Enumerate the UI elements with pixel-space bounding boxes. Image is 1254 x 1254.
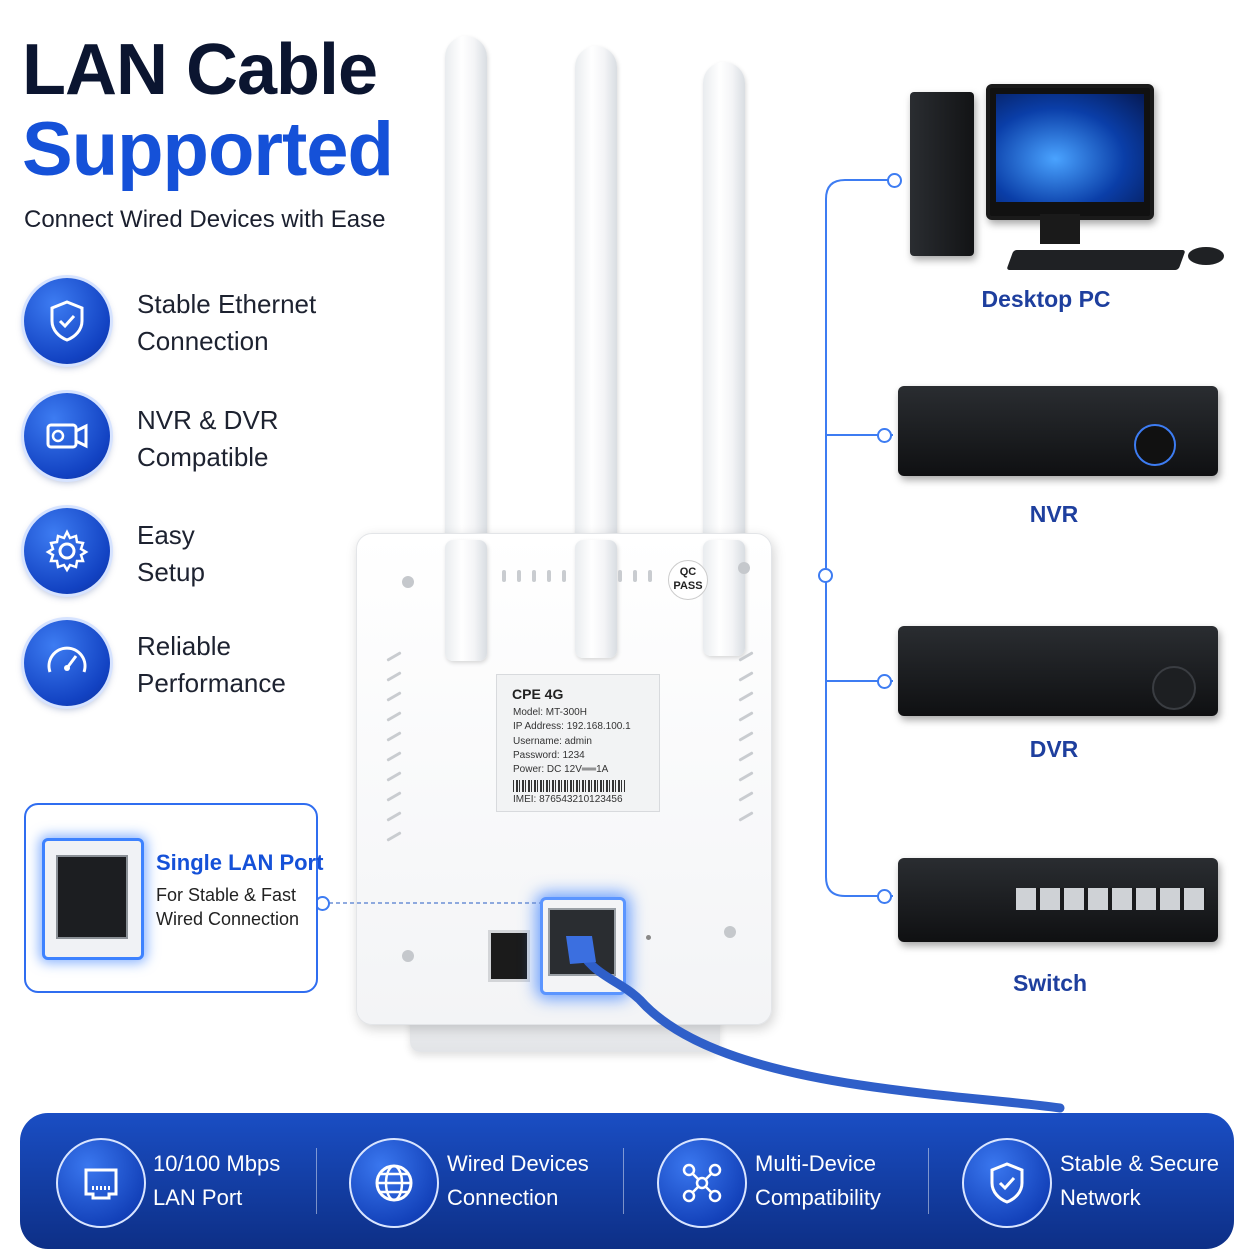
feature-item-nvr-dvr: NVR & DVR Compatible <box>137 402 397 476</box>
bar-item-line1: 10/100 Mbps <box>153 1151 281 1176</box>
dvr-dial <box>1152 666 1196 710</box>
feature-label-line1: Stable Ethernet <box>137 289 317 319</box>
reset-hole <box>646 935 651 940</box>
bar-item-line2: Network <box>1060 1185 1141 1210</box>
gear-icon <box>24 508 110 594</box>
shield-check-icon <box>24 278 110 364</box>
lan-cable <box>573 940 1065 1113</box>
screw-hole <box>724 926 736 938</box>
connector-dot <box>818 568 833 583</box>
feature-item-ethernet: Stable Ethernet Connection <box>137 286 397 360</box>
antenna-base-center <box>575 540 617 658</box>
speedometer-icon <box>24 620 110 706</box>
mouse <box>1188 247 1224 265</box>
lan-callout-title: Single LAN Port <box>156 850 324 875</box>
headline-line1: LAN Cable <box>22 30 378 110</box>
device-label-desktop-pc: Desktop PC <box>981 286 1111 312</box>
feature-item-setup: Easy Setup <box>137 517 397 591</box>
nvr-illustration <box>898 386 1218 476</box>
bar-item-line2: Compatibility <box>755 1185 881 1210</box>
network-nodes-icon <box>657 1138 747 1228</box>
camera-recorder-icon <box>24 393 110 479</box>
screw-hole <box>402 950 414 962</box>
pc-monitor <box>986 84 1154 220</box>
ethernet-socket <box>56 855 128 939</box>
bar-item-secure-network: Stable & Secure Network <box>1060 1147 1240 1215</box>
ethernet-port-icon <box>56 1138 146 1228</box>
bar-item-line1: Multi-Device <box>755 1151 877 1176</box>
connector-dot <box>877 428 892 443</box>
monitor-stand <box>1040 214 1080 244</box>
qc-pass-badge: QC PASS <box>668 560 708 600</box>
label-title: CPE 4G <box>512 686 564 702</box>
label-line: IMEI: 876543210123456 <box>513 794 623 805</box>
label-line: Username: admin <box>513 736 592 747</box>
vent-slot <box>547 570 551 582</box>
feature-label-line2: Compatible <box>137 442 269 472</box>
subheadline: Connect Wired Devices with Ease <box>24 206 386 233</box>
bar-item-line2: LAN Port <box>153 1185 243 1210</box>
bar-divider <box>316 1148 317 1214</box>
device-label-nvr: NVR <box>1029 501 1079 527</box>
vent-slot <box>633 570 637 582</box>
bar-item-line2: Connection <box>447 1185 559 1210</box>
label-line: IP Address: 192.168.100.1 <box>513 721 631 732</box>
feature-label-line2: Connection <box>137 326 269 356</box>
dvr-illustration <box>898 626 1218 716</box>
device-label-dvr: DVR <box>1029 736 1079 762</box>
feature-label-line2: Performance <box>137 668 286 698</box>
shield-check-icon <box>962 1138 1052 1228</box>
globe-icon <box>349 1138 439 1228</box>
feature-item-performance: Reliable Performance <box>137 628 397 702</box>
switch-illustration <box>898 858 1218 942</box>
headline-line2: Supported <box>22 107 394 192</box>
antenna-base-right <box>703 540 745 656</box>
bar-item-multi-device: Multi-Device Compatibility <box>755 1147 935 1215</box>
bar-divider <box>928 1148 929 1214</box>
feature-label-line1: Easy <box>137 520 195 550</box>
bar-item-line1: Stable & Secure <box>1060 1151 1219 1176</box>
vent-slot <box>648 570 652 582</box>
label-line: Power: DC 12V══1A <box>513 764 609 775</box>
screw-hole <box>738 562 750 574</box>
vent-slot <box>517 570 521 582</box>
screw-hole <box>402 576 414 588</box>
device-bus-line <box>825 179 893 897</box>
feature-label-line1: NVR & DVR <box>137 405 279 435</box>
bar-item-wired-devices: Wired Devices Connection <box>447 1147 627 1215</box>
device-label-switch: Switch <box>1012 970 1088 996</box>
connector-dot <box>877 674 892 689</box>
barcode <box>513 780 625 792</box>
feature-label-line2: Setup <box>137 557 205 587</box>
connector-dot <box>887 173 902 188</box>
label-line: Model: MT-300H <box>513 707 587 718</box>
cable-plug <box>566 936 596 964</box>
vent-slot <box>618 570 622 582</box>
antenna-base-left <box>445 540 487 661</box>
vent-slot <box>532 570 536 582</box>
pc-tower <box>910 92 974 256</box>
vent-slot <box>502 570 506 582</box>
vent-slot <box>562 570 566 582</box>
lan-callout-desc: Wired Connection <box>156 909 300 929</box>
lan-callout-desc: For Stable & Fast <box>156 885 297 905</box>
label-line: Password: 1234 <box>513 750 585 761</box>
bar-item-line1: Wired Devices <box>447 1151 589 1176</box>
switch-ports <box>1016 888 1206 910</box>
keyboard <box>1006 250 1186 270</box>
feature-label-line1: Reliable <box>137 631 231 661</box>
nvr-dial <box>1134 424 1176 466</box>
monitor-screen <box>996 94 1144 202</box>
connector-dot <box>877 889 892 904</box>
bar-item-lan-port: 10/100 Mbps LAN Port <box>153 1147 333 1215</box>
power-jack <box>488 930 530 982</box>
bar-divider <box>623 1148 624 1214</box>
